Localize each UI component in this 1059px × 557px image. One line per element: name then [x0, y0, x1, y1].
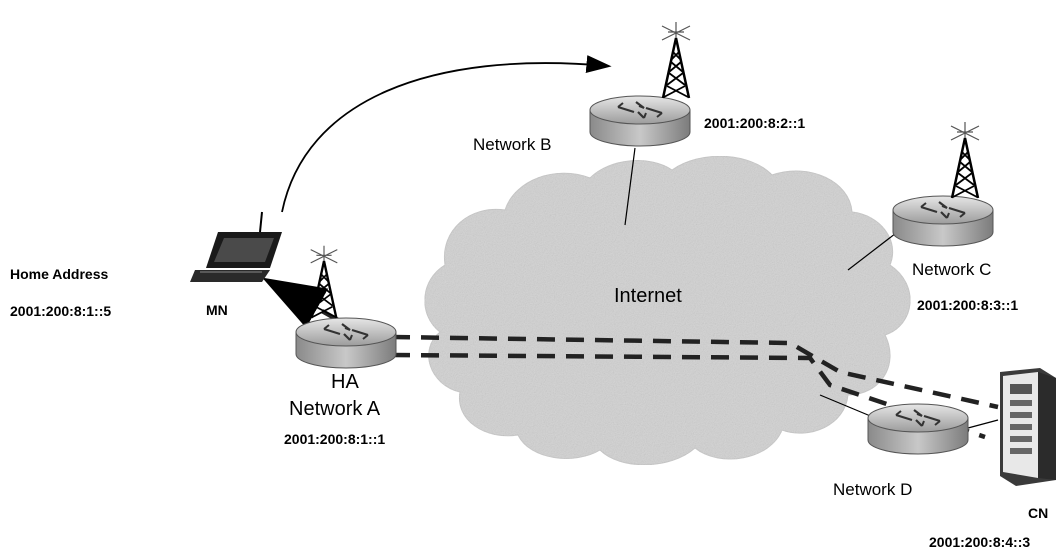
- home-address-title: Home Address: [10, 266, 109, 282]
- antenna-tower-icon: [949, 120, 981, 200]
- home-address-value: 2001:200:8:1::5: [10, 303, 111, 319]
- movement-arrow: [281, 55, 612, 213]
- cloud-icon: [424, 155, 911, 466]
- link-b-internet: [624, 147, 636, 226]
- network-c-address: 2001:200:8:3::1: [917, 297, 1018, 313]
- network-d-address: 2001:200:8:4::3: [929, 534, 1030, 550]
- tunnel-line-upper: [391, 334, 999, 410]
- cn-label: CN: [1028, 505, 1048, 521]
- router-icon: [588, 94, 692, 148]
- link-c-internet: [847, 229, 901, 271]
- internet-label: Internet: [614, 285, 682, 307]
- server-icon: [1000, 368, 1056, 486]
- link-d-cn: [967, 419, 999, 429]
- tunnel-to-mn: [262, 277, 340, 328]
- network-b-address: 2001:200:8:2::1: [704, 115, 805, 131]
- network-c-label: Network C: [912, 260, 991, 279]
- router-icon: [891, 194, 995, 248]
- network-a-label: Network A: [289, 398, 381, 420]
- network-a-address: 2001:200:8:1::1: [284, 431, 385, 447]
- network-b-label: Network B: [473, 135, 551, 154]
- network-links: [624, 147, 999, 429]
- antenna-tower-icon: [660, 20, 692, 100]
- network-d-label: Network D: [833, 480, 912, 499]
- mn-label: MN: [206, 302, 228, 318]
- router-icon: [294, 316, 398, 370]
- laptop-icon: [190, 211, 282, 282]
- antenna-tower-icon: [309, 244, 339, 320]
- router-icon: [866, 402, 970, 456]
- ha-label: HA: [331, 371, 359, 393]
